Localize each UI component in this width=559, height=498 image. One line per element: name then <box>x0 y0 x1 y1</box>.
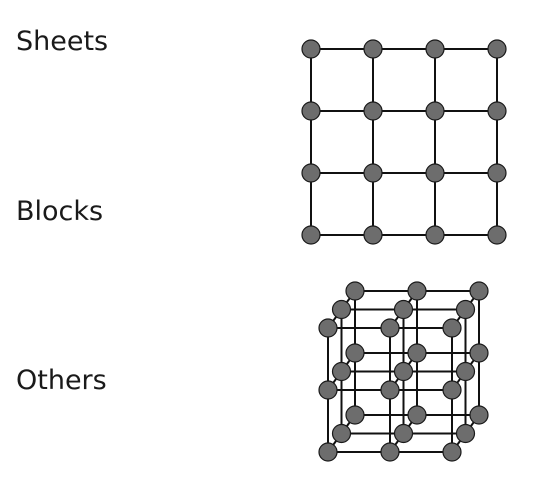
sheet-node <box>425 101 445 121</box>
cube-node <box>469 281 489 301</box>
sheet-node <box>425 163 445 183</box>
cube-node <box>318 442 338 462</box>
cube-node <box>469 405 489 425</box>
sheet-node <box>425 39 445 59</box>
sheet-node <box>487 225 507 245</box>
cube-node <box>442 318 462 338</box>
sheet-node <box>487 101 507 121</box>
sheet-node <box>363 225 383 245</box>
label-sheets: Sheets <box>16 26 109 57</box>
cube-node <box>331 361 352 382</box>
cube-node <box>393 361 414 382</box>
cube-node <box>455 299 476 320</box>
cube-node <box>331 299 352 320</box>
sheet-node <box>301 163 321 183</box>
label-blocks: Blocks <box>16 196 104 227</box>
cube-node <box>455 423 476 444</box>
cube-node <box>469 343 489 363</box>
label-others: Others <box>16 365 107 396</box>
cube-node <box>380 380 400 400</box>
cube-node <box>380 442 400 462</box>
cube-node <box>407 405 427 425</box>
cube-node <box>393 423 414 444</box>
cube-node <box>318 380 338 400</box>
sheet-node <box>301 225 321 245</box>
cube-node <box>442 380 462 400</box>
sheet-grid-lattice <box>301 39 507 245</box>
sheet-node <box>487 163 507 183</box>
cube-node <box>345 281 365 301</box>
cube-node <box>380 318 400 338</box>
sheet-node <box>425 225 445 245</box>
cube-node <box>393 299 414 320</box>
cube-node <box>407 343 427 363</box>
sheet-node <box>301 39 321 59</box>
cube-node <box>442 442 462 462</box>
cube-node <box>345 343 365 363</box>
sheet-node <box>487 39 507 59</box>
sheet-node <box>363 163 383 183</box>
cube-node <box>407 281 427 301</box>
sheet-node <box>363 39 383 59</box>
cube-node <box>318 318 338 338</box>
cube-node <box>455 361 476 382</box>
sheet-node <box>363 101 383 121</box>
sheet-node <box>301 101 321 121</box>
cube-lattice <box>318 281 489 462</box>
cube-node <box>331 423 352 444</box>
cube-node <box>345 405 365 425</box>
